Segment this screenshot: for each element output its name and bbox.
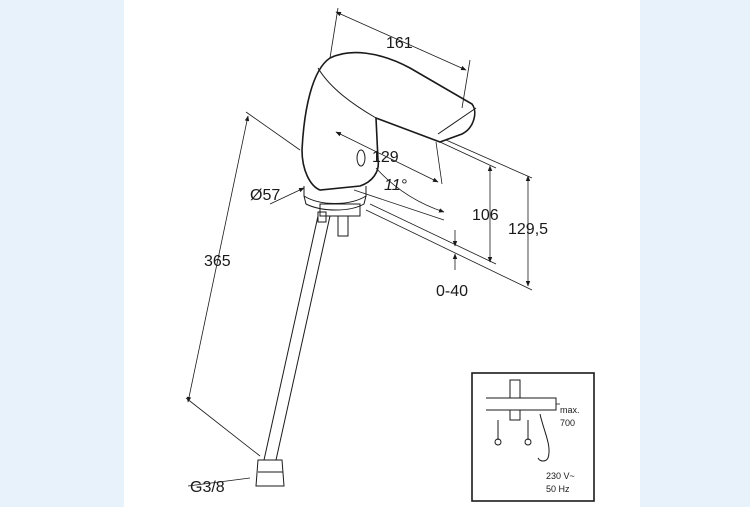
dimension-angle: 11° — [353, 167, 445, 221]
installation-inset: max. 700 230 V~ 50 Hz — [471, 372, 595, 502]
dimension-106: 106 — [369, 141, 499, 265]
inset-frequency: 50 Hz — [546, 484, 570, 494]
label-365: 365 — [204, 253, 231, 270]
inset-max-value: 700 — [560, 418, 575, 428]
faucet-body — [301, 51, 477, 237]
label-161: 161 — [386, 35, 413, 52]
label-129: 129 — [372, 149, 399, 166]
inset-voltage: 230 V~ — [546, 471, 575, 481]
dimension-129-5: 129,5 — [365, 139, 548, 291]
dimension-161: 161 — [329, 7, 471, 109]
label-106: 106 — [472, 207, 499, 224]
label-129-5: 129,5 — [508, 221, 548, 238]
dimension-thread: G3/8 — [187, 477, 251, 496]
supply-hose — [255, 215, 331, 487]
label-diameter: Ø57 — [250, 187, 280, 204]
dimension-0-40: 0-40 — [436, 230, 468, 300]
label-0-40: 0-40 — [436, 283, 468, 300]
label-angle: 11° — [384, 177, 408, 194]
dimension-365: 365 — [185, 111, 301, 457]
label-thread: G3/8 — [190, 479, 225, 496]
dimension-129: 129 — [335, 131, 443, 185]
dimension-diameter: Ø57 — [250, 187, 305, 205]
inset-max-label: max. — [560, 405, 580, 415]
